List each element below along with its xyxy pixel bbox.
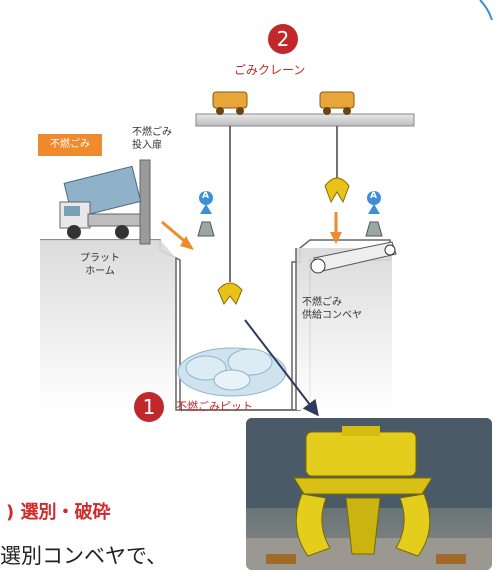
marker-letter: A bbox=[202, 191, 209, 201]
grab-bucket-icon bbox=[217, 282, 243, 305]
section-heading: ) 選別・破砕 bbox=[6, 502, 111, 523]
grab-bucket-photo-image bbox=[246, 418, 492, 570]
marker-a-icon bbox=[197, 191, 215, 237]
corner-decoration bbox=[479, 0, 493, 21]
crane-trolley bbox=[319, 91, 355, 115]
dump-truck-icon bbox=[59, 165, 142, 239]
pit-structure bbox=[40, 239, 392, 411]
input-door bbox=[139, 159, 151, 245]
grab-bucket-photo bbox=[246, 418, 492, 570]
section-body-text: 選別コンベヤで、 bbox=[0, 544, 168, 568]
conveyor-label: 不燃ごみ 供給コンベヤ bbox=[302, 297, 362, 321]
marker-a-icon bbox=[365, 191, 383, 237]
supply-conveyor-icon bbox=[310, 241, 397, 274]
waste-type-tag: 不燃ごみ bbox=[38, 134, 102, 156]
grab-bucket-icon bbox=[324, 177, 350, 204]
marker-letter: A bbox=[370, 191, 377, 201]
pit-label: 不燃ごみピット bbox=[176, 400, 253, 413]
garbage-heap bbox=[177, 347, 287, 397]
crane-step-badge: 2 bbox=[268, 24, 298, 54]
platform-label: プラット ホーム bbox=[80, 253, 120, 277]
connector-arrow bbox=[244, 319, 319, 417]
crane-label: ごみクレーン bbox=[234, 63, 306, 77]
pit-step-badge: 1 bbox=[134, 392, 164, 422]
input-door-label: 不燃ごみ 投入扉 bbox=[132, 127, 172, 151]
crane-rail bbox=[195, 113, 415, 127]
crane-trolley bbox=[212, 91, 248, 115]
